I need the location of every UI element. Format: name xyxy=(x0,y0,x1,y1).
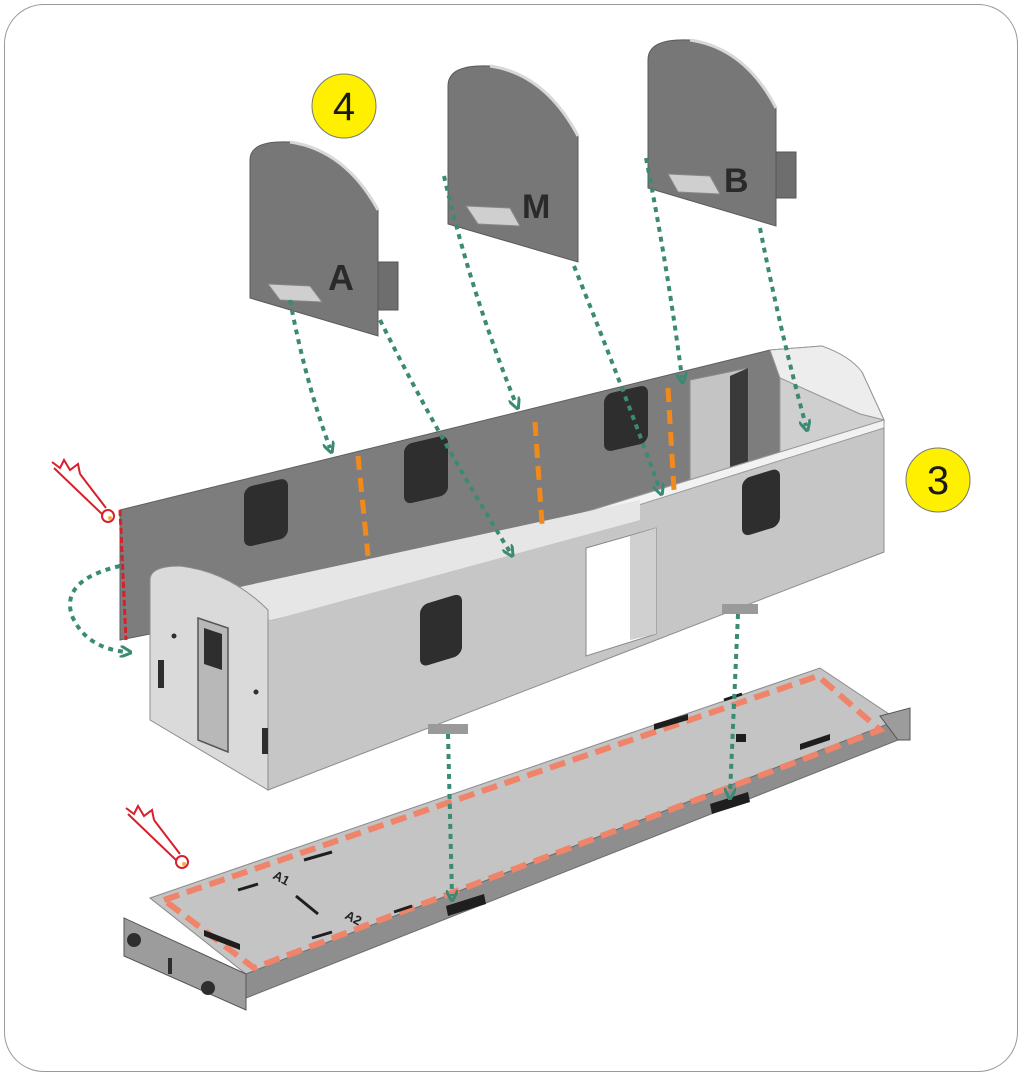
scissors-icon xyxy=(125,803,189,869)
bulkhead-b: B xyxy=(647,38,797,227)
arrow-bulkhead-b xyxy=(644,157,682,378)
step-badge-4: 4 xyxy=(311,73,377,139)
floor-mark-a2: A2 xyxy=(343,907,365,928)
cut-line xyxy=(118,509,128,641)
bulkhead-a: A xyxy=(249,140,399,337)
bulkhead-a-label: A xyxy=(328,257,354,298)
arrow-body-foot-left xyxy=(448,733,452,896)
step-badge-4-text: 4 xyxy=(333,85,355,129)
floor-mark-a1: A1 xyxy=(271,867,293,888)
arrow-bulkhead-b-side xyxy=(758,227,806,426)
step-badge-3-text: 3 xyxy=(927,459,949,503)
bulkhead-m-label: M xyxy=(522,188,550,226)
arrow-bulkhead-a-side xyxy=(378,319,510,552)
arrow-body-foot-right xyxy=(730,613,740,794)
carriage-body xyxy=(119,345,885,791)
arrow-bulkhead-a xyxy=(288,299,330,448)
fold-lines xyxy=(355,387,677,557)
guide-arrows xyxy=(68,157,806,896)
step-badge-3: 3 xyxy=(905,447,971,513)
arrow-bulkhead-m-side xyxy=(572,265,660,490)
scissors-icon xyxy=(51,457,115,523)
arrow-fold-end xyxy=(68,564,126,652)
bulkhead-b-label: B xyxy=(724,162,749,200)
bulkhead-m: M xyxy=(447,64,580,263)
